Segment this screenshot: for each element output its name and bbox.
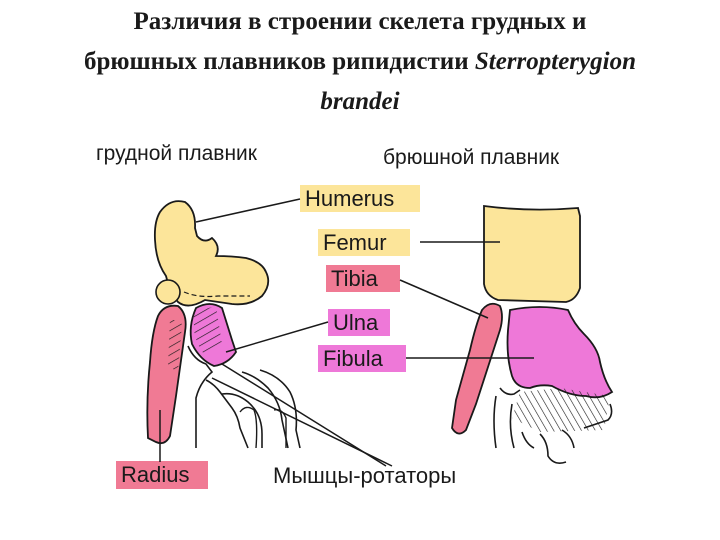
pelvic-tibia-bone: [451, 302, 503, 435]
rotators-leader-2: [211, 377, 393, 467]
title-line-3: brandei: [0, 82, 720, 122]
pelvic-femur-bone: [483, 204, 581, 303]
pectoral-joint: [155, 279, 181, 305]
radius-label: Radius: [121, 462, 190, 487]
ulna-leader: [225, 321, 329, 353]
pelvic-fin: [451, 204, 614, 464]
pelvic-radials: [493, 387, 613, 464]
radius-label-box: [116, 461, 208, 489]
pelvic-fin-header: брюшной плавник: [383, 146, 560, 169]
title-line-1: Различия в строении скелета грудных и: [133, 8, 587, 35]
ulna-label-box: [328, 309, 390, 336]
humerus-label: Humerus: [305, 186, 395, 211]
fibula-label-box: [318, 345, 406, 372]
pectoral-radials: [187, 345, 301, 449]
pectoral-fin-header: грудной плавник: [96, 142, 257, 165]
species-name: brandei: [320, 88, 400, 115]
genus-name: Sterropterygion: [474, 48, 636, 75]
ulna-label: Ulna: [333, 310, 379, 335]
pelvic-fibula-bone: [506, 306, 614, 399]
leader-lines: [159, 198, 534, 467]
humerus-label-box: [300, 185, 420, 212]
title-line-2: брюшных плавников рипидистии Sterroptery…: [0, 42, 720, 82]
tibia-leader: [399, 279, 489, 319]
tibia-label-box: [326, 265, 400, 292]
diagram-title: Различия в строении скелета грудных и бр…: [0, 2, 720, 122]
femur-label-box: [318, 229, 410, 256]
pelvic-radials-hatch: [512, 388, 610, 432]
humerus-leader: [195, 198, 301, 223]
pectoral-humerus-bone: [153, 200, 270, 307]
rotator-muscles-label: Мышцы-ротаторы: [273, 463, 457, 488]
pectoral-fin: [146, 200, 301, 449]
fibula-label: Fibula: [323, 346, 383, 371]
femur-label: Femur: [323, 230, 387, 255]
tibia-label: Tibia: [331, 266, 378, 291]
title-line-2-text: брюшных плавников рипидистии: [84, 48, 475, 75]
